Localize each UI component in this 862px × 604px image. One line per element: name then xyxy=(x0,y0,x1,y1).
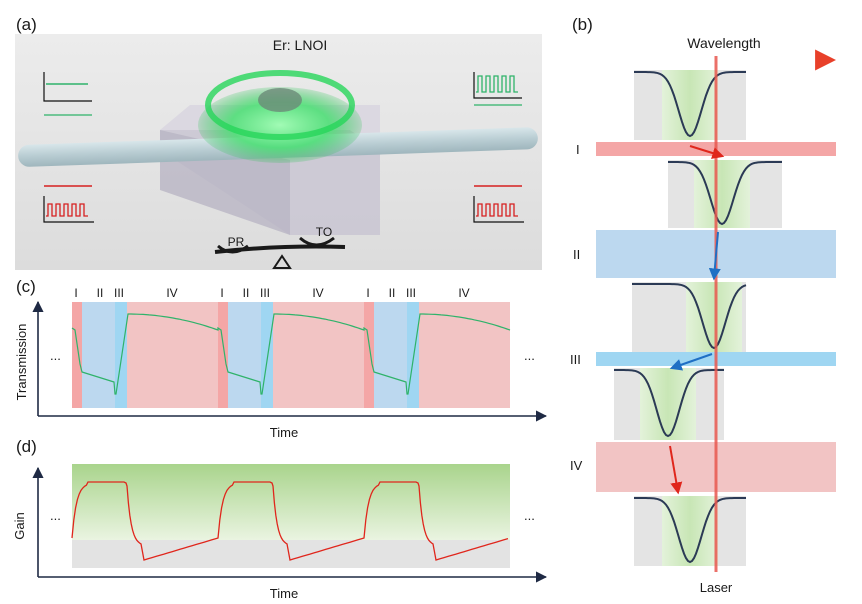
panel-c-ellipsis-right: ... xyxy=(524,348,535,363)
microresonator-pillar xyxy=(258,88,302,112)
laser-label: Laser xyxy=(700,580,733,595)
stage-IV-label: IV xyxy=(570,458,583,473)
balance-pr-label: PR xyxy=(228,235,245,249)
phase-band-stage_I xyxy=(364,302,374,408)
phase-band-stage_II xyxy=(228,302,261,408)
resonance-band xyxy=(662,496,718,566)
panel-a: (a) Er: LNOI PR TO xyxy=(15,15,542,270)
phase-label: IV xyxy=(312,286,323,300)
microresonator-ring xyxy=(205,70,355,140)
resonance-band xyxy=(694,160,750,228)
transmission-trace xyxy=(71,313,511,395)
resonance-band xyxy=(662,70,718,140)
stage-II-label: II xyxy=(573,247,580,262)
device-title: Er: LNOI xyxy=(273,37,327,53)
panel-c-ylabel: Transmission xyxy=(14,324,29,401)
phase-band-stage_II xyxy=(82,302,115,408)
gain-gray-region xyxy=(72,540,510,568)
panel-c-tag: (c) xyxy=(16,277,36,296)
panel-d-tag: (d) xyxy=(16,437,37,456)
resonance-band xyxy=(686,282,742,352)
phase-label: II xyxy=(243,286,250,300)
phase-band-stage_IV xyxy=(419,302,510,408)
phase-band-stage_I xyxy=(218,302,228,408)
panel-c-ellipsis-left: ... xyxy=(50,348,61,363)
arrow-III xyxy=(669,353,713,371)
inset-top-left xyxy=(43,72,92,116)
resonance-dips xyxy=(614,70,782,566)
inset-top-right xyxy=(473,72,522,106)
panel-d-ylabel: Gain xyxy=(12,512,27,539)
phase-label: II xyxy=(389,286,396,300)
wavelength-label: Wavelength xyxy=(687,35,760,51)
panel-b-tag: (b) xyxy=(572,15,593,34)
phase-band-stage_II xyxy=(374,302,407,408)
arrow-IV xyxy=(669,445,683,495)
panel-a-tag: (a) xyxy=(16,15,37,34)
gain-trace xyxy=(71,481,509,561)
resonance-curve xyxy=(632,283,747,350)
panel-b: (b) Wavelength I II III IV Laser xyxy=(570,15,837,595)
phase-band-stage_IV xyxy=(127,302,218,408)
phase-band-stage_I xyxy=(72,302,82,408)
resonance-band xyxy=(640,368,696,440)
phase-label: I xyxy=(220,286,223,300)
stage-III-label: III xyxy=(570,352,581,367)
resonance-curve xyxy=(634,71,746,138)
phase-label: III xyxy=(406,286,416,300)
gain-green-region xyxy=(72,464,510,540)
phase-label: I xyxy=(366,286,369,300)
panel-d: (d) Gain Time ... ... xyxy=(12,437,548,601)
phase-bands xyxy=(72,302,510,408)
microresonator-glow xyxy=(198,87,362,163)
balance-scale xyxy=(214,236,346,269)
panel-d-ellipsis-left: ... xyxy=(50,508,61,523)
panel-d-xlabel: Time xyxy=(270,586,298,601)
panel-d-ellipsis-right: ... xyxy=(524,508,535,523)
inset-bottom-right xyxy=(473,185,524,223)
phase-label: III xyxy=(260,286,270,300)
resonance-curve xyxy=(668,161,782,226)
stage-I-label: I xyxy=(576,142,580,157)
phase-label: III xyxy=(114,286,124,300)
phase-band-stage_IV xyxy=(273,302,364,408)
phase-label: II xyxy=(97,286,104,300)
phase-label: IV xyxy=(458,286,469,300)
panel-c-xlabel: Time xyxy=(270,425,298,440)
arrow-II xyxy=(708,231,721,281)
resonance-curve xyxy=(634,497,746,564)
phase-label: I xyxy=(74,286,77,300)
arrow-I xyxy=(689,145,725,159)
phase-label: IV xyxy=(166,286,177,300)
inset-bottom-left xyxy=(43,185,94,223)
resonance-curve xyxy=(614,369,724,438)
balance-to-label: TO xyxy=(316,225,332,239)
